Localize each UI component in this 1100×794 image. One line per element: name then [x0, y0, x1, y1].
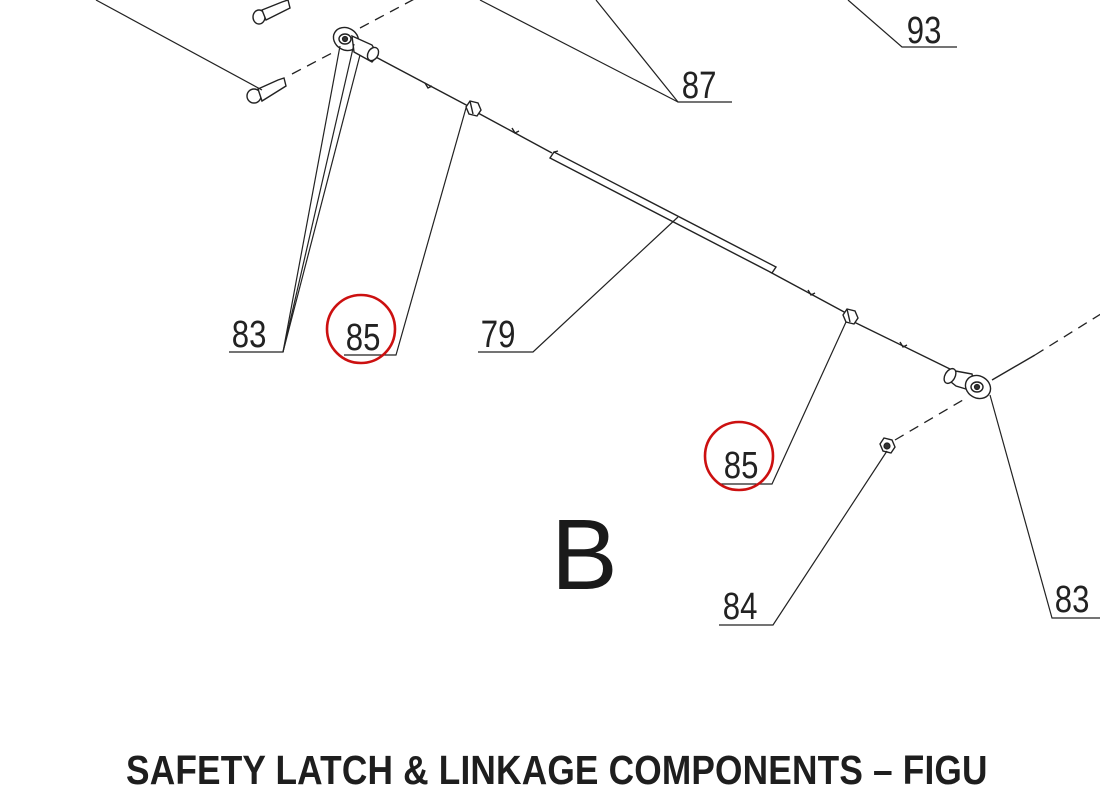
rod-end-left	[332, 26, 380, 63]
callout-labels: 93 87 83 85 79 85 84 83	[232, 10, 1090, 628]
callout-84: 84	[723, 586, 758, 628]
callout-83-left: 83	[232, 314, 267, 356]
callout-83-right: 83	[1055, 579, 1090, 621]
assembly-lines	[291, 0, 1100, 441]
callout-85-left: 85	[346, 317, 381, 359]
figure-caption: SAFETY LATCH & LINKAGE COMPONENTS – FIGU	[126, 747, 988, 793]
callout-93: 93	[907, 10, 942, 52]
bolts	[246, 0, 291, 104]
lock-nut	[879, 437, 896, 454]
callout-85-right: 85	[724, 445, 759, 487]
threaded-rod	[548, 150, 778, 274]
callout-79: 79	[481, 314, 516, 356]
highlight-circle-85-left	[325, 293, 397, 365]
jam-nut-right	[842, 308, 859, 325]
bolt-left	[246, 77, 287, 104]
leader-lines	[95, 0, 1100, 626]
highlight-marks	[325, 293, 775, 492]
highlight-circle-85-right	[703, 420, 775, 492]
rod-end-right	[943, 367, 992, 400]
linkage-rod-assembly	[332, 26, 992, 454]
callout-87: 87	[682, 65, 717, 107]
bolt-top	[252, 0, 291, 25]
jam-nut-left	[465, 100, 482, 117]
section-letter: B	[551, 499, 618, 611]
